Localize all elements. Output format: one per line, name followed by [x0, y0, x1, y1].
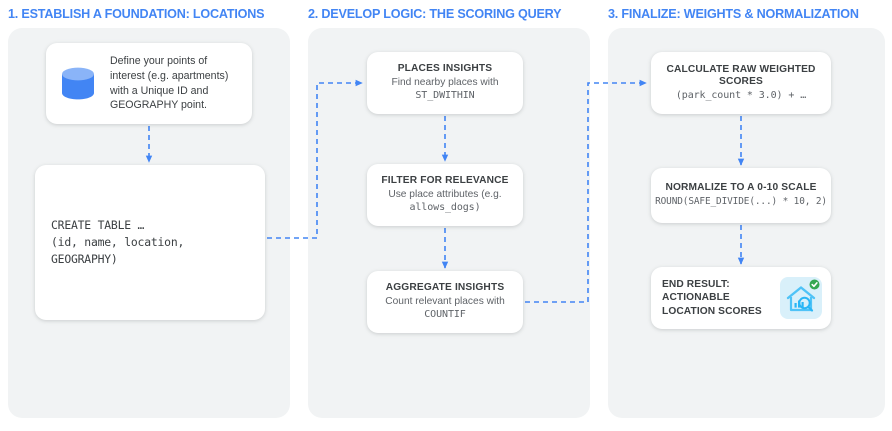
places-insights-code: ST_DWITHIN: [415, 90, 475, 102]
card-end-result[interactable]: END RESULT: ACTIONABLE LOCATION SCORES: [651, 267, 831, 329]
card-calculate-raw-weighted-scores[interactable]: CALCULATE RAW WEIGHTED SCORES (park_coun…: [651, 52, 831, 114]
normalize-title: NORMALIZE TO A 0-10 SCALE: [665, 182, 817, 194]
aggregate-insights-title: AGGREGATE INSIGHTS: [385, 282, 505, 294]
aggregate-insights-subtitle: Count relevant places with: [385, 296, 505, 308]
column-title-3: 3. FINALIZE: WEIGHTS & NORMALIZATION: [608, 7, 859, 21]
calculate-scores-title: CALCULATE RAW WEIGHTED SCORES: [666, 63, 816, 88]
define-card-text: Define your points of interest (e.g. apa…: [110, 55, 229, 112]
aggregate-insights-code: COUNTIF: [424, 309, 466, 321]
normalize-code: ROUND(SAFE_DIVIDE(...) * 10, 2): [655, 196, 827, 208]
create-table-code: CREATE TABLE … (id, name, location, GEOG…: [51, 218, 185, 266]
places-insights-subtitle: Find nearby places with: [391, 77, 499, 89]
card-normalize-scale[interactable]: NORMALIZE TO A 0-10 SCALE ROUND(SAFE_DIV…: [651, 168, 831, 223]
card-define-points-of-interest[interactable]: Define your points of interest (e.g. apa…: [46, 43, 252, 124]
card-filter-for-relevance[interactable]: FILTER FOR RELEVANCE Use place attribute…: [367, 164, 523, 226]
column-title-2: 2. DEVELOP LOGIC: THE SCORING QUERY: [308, 7, 562, 21]
card-create-table[interactable]: CREATE TABLE … (id, name, location, GEOG…: [35, 165, 265, 320]
database-cylinder-icon: [56, 62, 100, 106]
calculate-scores-code: (park_count * 3.0) + …: [675, 89, 807, 101]
end-result-text: END RESULT: ACTIONABLE LOCATION SCORES: [662, 279, 762, 317]
filter-relevance-code: allows_dogs): [409, 202, 481, 214]
filter-relevance-subtitle: Use place attributes (e.g.: [388, 189, 502, 201]
column-title-1: 1. ESTABLISH A FOUNDATION: LOCATIONS: [8, 7, 265, 21]
filter-relevance-title: FILTER FOR RELEVANCE: [381, 175, 509, 187]
house-analytics-search-icon: [780, 277, 822, 319]
card-places-insights[interactable]: PLACES INSIGHTS Find nearby places with …: [367, 52, 523, 114]
places-insights-title: PLACES INSIGHTS: [397, 63, 493, 75]
card-aggregate-insights[interactable]: AGGREGATE INSIGHTS Count relevant places…: [367, 271, 523, 333]
